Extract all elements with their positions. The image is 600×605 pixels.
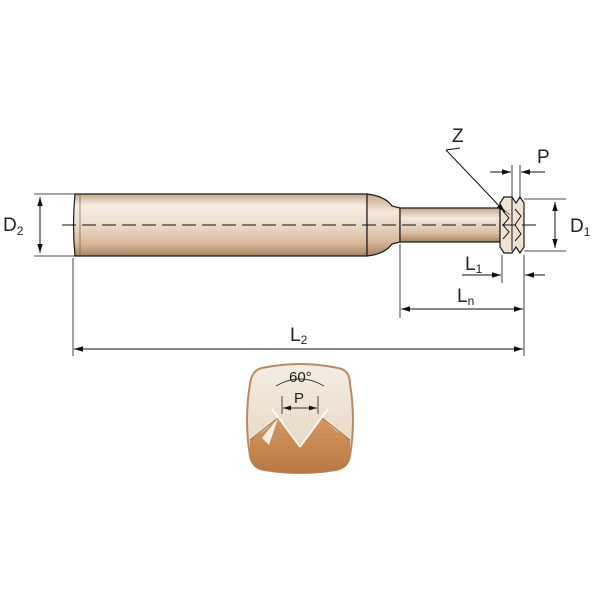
d1-dimension: D1 (524, 198, 591, 252)
z-callout: Z (445, 126, 506, 213)
thread-pitch-label: P (294, 390, 304, 407)
d2-label: D2 (3, 215, 24, 238)
thread-profile-detail: 60° P (246, 363, 354, 474)
z-label: Z (452, 126, 464, 147)
ln-label: Ln (457, 286, 474, 308)
d2-dimension: D2 (3, 193, 75, 257)
l1-dimension: L1 (462, 254, 545, 318)
ln-dimension: Ln (399, 244, 523, 318)
shank (72, 193, 368, 257)
l2-dimension: L2 (72, 258, 525, 356)
thread-angle-label: 60° (289, 369, 312, 386)
d1-label: D1 (570, 216, 591, 239)
l2-label: L2 (290, 325, 308, 347)
l1-label: L1 (465, 254, 483, 276)
p-dimension: P (490, 147, 550, 199)
p-label: P (537, 147, 550, 168)
tool-body (62, 193, 540, 257)
thread-teeth (250, 418, 350, 473)
